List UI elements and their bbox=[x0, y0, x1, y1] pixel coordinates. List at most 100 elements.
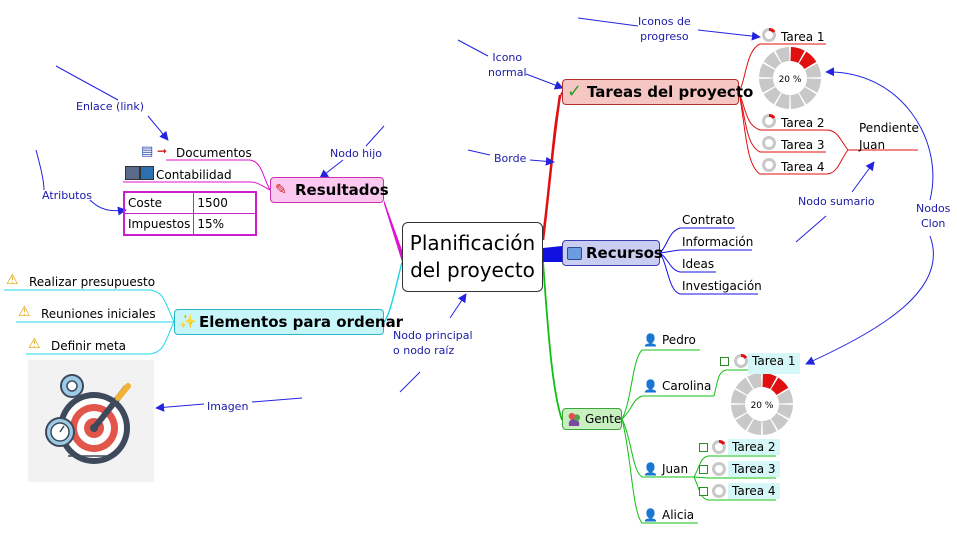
gente-links bbox=[621, 349, 800, 524]
progress-segment bbox=[731, 389, 748, 404]
resultados-contabilidad[interactable]: Contabilidad bbox=[156, 168, 232, 182]
annotation-nodos-clon: Nodos Clon bbox=[916, 202, 950, 232]
summary-line1[interactable]: Pendiente bbox=[859, 121, 919, 135]
node-tareas[interactable]: ✓ Tareas del proyecto bbox=[562, 79, 753, 105]
summary-line2[interactable]: Juan bbox=[859, 138, 886, 152]
attribute-value: 15% bbox=[193, 213, 257, 236]
recurso-contrato[interactable]: Contrato bbox=[682, 213, 735, 227]
progress-segment bbox=[770, 377, 789, 396]
link-document-icon: ▤ bbox=[141, 144, 154, 159]
person-icon: 👤 bbox=[643, 508, 658, 522]
node-elementos[interactable]: ✨ Elementos para ordenar bbox=[174, 309, 403, 335]
tarea-3[interactable]: Tarea 3 bbox=[781, 138, 825, 152]
progress-segment bbox=[735, 377, 754, 396]
book-icon bbox=[140, 166, 154, 180]
person-juan[interactable]: Juan bbox=[662, 462, 689, 476]
elemento-presupuesto[interactable]: Realizar presupuesto bbox=[29, 275, 156, 289]
resultados-documentos[interactable]: Documentos bbox=[176, 146, 252, 160]
attributes-table: Coste 1500 Impuestos 15% bbox=[123, 191, 258, 236]
branch-tareas-thick bbox=[541, 94, 562, 241]
warning-icon: ⚠ bbox=[18, 304, 31, 320]
annotation-atributos: Atributos bbox=[42, 189, 92, 202]
task-checkbox[interactable] bbox=[699, 487, 708, 496]
progress-donut-tareas bbox=[759, 47, 821, 109]
branch-gente bbox=[542, 261, 563, 421]
warning-icon: ⚠ bbox=[28, 336, 41, 352]
target-image bbox=[28, 360, 154, 482]
checkmark-icon: ✓ bbox=[567, 81, 583, 102]
root-title-line2: del proyecto bbox=[410, 258, 535, 282]
juan-tarea-4[interactable]: Tarea 4 bbox=[728, 483, 780, 499]
progress-segment bbox=[735, 412, 754, 431]
annotation-iconos-progreso: Iconos de progreso bbox=[638, 15, 691, 45]
person-pedro[interactable]: Pedro bbox=[662, 333, 696, 347]
person-alicia[interactable]: Alicia bbox=[662, 508, 695, 522]
node-resultados-label: Resultados bbox=[295, 181, 389, 199]
annotation-line: Nodos bbox=[916, 202, 951, 215]
task-checkbox[interactable] bbox=[699, 465, 708, 474]
progress-segment bbox=[775, 92, 790, 109]
branch-recursos bbox=[543, 246, 562, 262]
annotation-line: normal bbox=[488, 65, 527, 79]
node-gente[interactable]: Gente bbox=[562, 408, 622, 430]
person-icon: 👤 bbox=[643, 462, 658, 476]
annotation-imagen: Imagen bbox=[207, 400, 249, 413]
magic-wand-icon: ✨ bbox=[179, 314, 197, 330]
task-checkbox[interactable] bbox=[699, 443, 708, 452]
attribute-name: Impuestos bbox=[123, 213, 195, 236]
progress-segment bbox=[763, 51, 782, 70]
task-checkbox[interactable] bbox=[720, 357, 729, 366]
progress-segment bbox=[763, 86, 782, 105]
elemento-meta[interactable]: Definir meta bbox=[51, 339, 126, 353]
clone-tarea-1[interactable]: Tarea 1 bbox=[748, 353, 800, 374]
link-arrow-icon: ➞ bbox=[157, 144, 168, 158]
annotation-icono-normal: Icono normal bbox=[488, 51, 527, 81]
root-title-line1: Planificación bbox=[409, 231, 536, 255]
juan-tarea-2[interactable]: Tarea 2 bbox=[728, 439, 780, 455]
attribute-name: Coste bbox=[123, 191, 195, 214]
tarea-1[interactable]: Tarea 1 bbox=[781, 30, 825, 44]
pencil-icon: ✎ bbox=[275, 182, 287, 198]
person-icon: 👤 bbox=[643, 333, 658, 347]
root-node[interactable]: Planificación del proyecto bbox=[402, 222, 543, 292]
recurso-informacion[interactable]: Información bbox=[682, 235, 754, 249]
tarea-2[interactable]: Tarea 2 bbox=[781, 116, 825, 130]
progress-segment bbox=[776, 404, 793, 419]
annotation-line: Nodo principal bbox=[393, 329, 473, 342]
warning-icon: ⚠ bbox=[6, 272, 19, 288]
node-resultados[interactable]: ✎ Resultados bbox=[270, 177, 389, 203]
progress-segment bbox=[747, 373, 762, 390]
progress-segment bbox=[790, 47, 805, 64]
node-recursos-label: Recursos bbox=[586, 244, 663, 262]
tarea-4[interactable]: Tarea 4 bbox=[781, 160, 825, 174]
annotation-line: Iconos de bbox=[638, 15, 691, 28]
attribute-value: 1500 bbox=[193, 191, 257, 214]
annotation-borde: Borde bbox=[494, 152, 527, 165]
annotation-nodo-principal: Nodo principal o nodo raíz bbox=[393, 329, 473, 359]
progress-segment bbox=[770, 412, 789, 431]
progress-label-gente: 20 % bbox=[751, 401, 774, 411]
resultados-links bbox=[123, 159, 271, 191]
node-tareas-label: Tareas del proyecto bbox=[587, 83, 754, 101]
person-carolina[interactable]: Carolina bbox=[662, 379, 712, 393]
branch-resultados bbox=[384, 200, 402, 262]
table-row: Impuestos 15% bbox=[123, 213, 257, 236]
recurso-investigacion[interactable]: Investigación bbox=[682, 279, 762, 293]
elemento-reuniones[interactable]: Reuniones iniciales bbox=[41, 307, 156, 321]
recurso-ideas[interactable]: Ideas bbox=[682, 257, 715, 271]
table-row: Coste 1500 bbox=[123, 191, 257, 214]
recursos-links bbox=[659, 227, 758, 295]
juan-tarea-3[interactable]: Tarea 3 bbox=[728, 461, 780, 477]
branch-elementos bbox=[383, 261, 403, 323]
progress-segment bbox=[747, 418, 762, 435]
progress-segment bbox=[776, 389, 793, 404]
progress-segment bbox=[775, 47, 790, 64]
progress-segment bbox=[804, 63, 821, 78]
progress-segment bbox=[790, 92, 805, 109]
node-recursos[interactable]: Recursos bbox=[562, 240, 663, 266]
progress-segment bbox=[759, 63, 776, 78]
annotation-nodo-hijo: Nodo hijo bbox=[330, 147, 382, 160]
progress-segment bbox=[762, 373, 777, 390]
